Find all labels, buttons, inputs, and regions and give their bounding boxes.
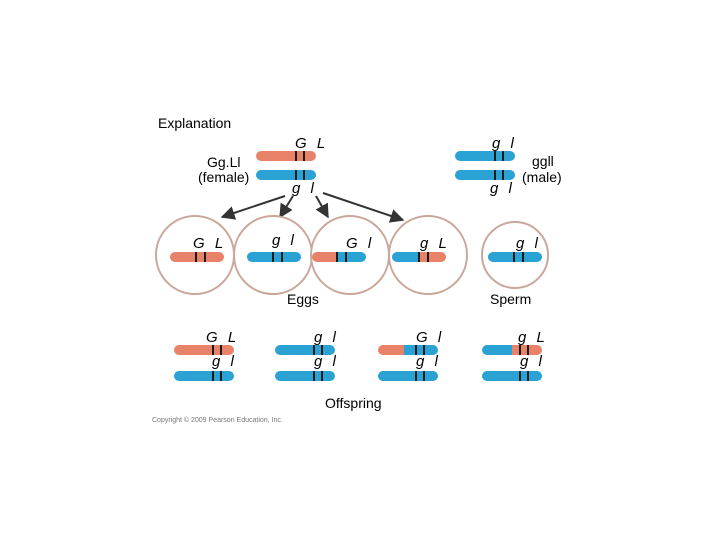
chromosome: [174, 371, 234, 381]
male-allele-label-bottom: g l: [490, 180, 515, 197]
arrow-to-egg-1: [220, 195, 286, 220]
offspring-top-label: G l: [416, 329, 444, 346]
chromosome: [455, 170, 515, 180]
chromosome: [392, 252, 446, 262]
female-allele-label-bottom: g l: [292, 180, 317, 197]
chromosome: [455, 151, 515, 161]
chromosome: [256, 170, 316, 180]
chromosome: [488, 252, 542, 262]
male-sex-label: (male): [522, 169, 562, 185]
egg-allele-label: g l: [272, 232, 297, 249]
offspring-2: g l g l: [275, 329, 339, 381]
chromosome: [170, 252, 224, 262]
egg-cell-4: g L: [388, 215, 468, 295]
egg-allele-label: G l: [346, 235, 374, 252]
egg-cell-2: g l: [233, 215, 313, 295]
male-allele-label-top: g l: [492, 135, 517, 152]
chromosome: [378, 345, 438, 355]
egg-allele-label: g L: [420, 235, 450, 252]
copyright-text: Copyright © 2009 Pearson Education, Inc.: [152, 416, 283, 424]
female-sex-label: (female): [198, 169, 249, 185]
egg-allele-label: G L: [193, 235, 226, 252]
female-allele-label-top: G L: [295, 135, 328, 152]
offspring-label: Offspring: [325, 395, 382, 411]
male-parent: g l g l ggll (male): [455, 135, 562, 197]
sperm-cell: g l: [481, 221, 549, 289]
explanation-title: Explanation: [158, 115, 231, 131]
offspring-top-label: g l: [314, 329, 339, 346]
female-genotype: Gg.Ll: [207, 154, 240, 170]
offspring-bottom-label: g l: [212, 353, 237, 370]
sperm-allele-label: g l: [516, 235, 541, 252]
egg-cell-1: G L: [155, 215, 235, 295]
sperm-label: Sperm: [490, 291, 531, 307]
offspring-1: G L g l: [174, 329, 239, 381]
offspring-4: g L g l: [482, 329, 548, 381]
offspring-top-label: G L: [206, 329, 239, 346]
female-parent: Gg.Ll (female) G L g l: [198, 135, 328, 197]
chromosome: [275, 345, 335, 355]
chromosome: [247, 252, 301, 262]
offspring-bottom-label: g l: [520, 353, 545, 370]
offspring-bottom-label: g l: [314, 353, 339, 370]
offspring-top-label: g L: [518, 329, 548, 346]
chromosome: [378, 371, 438, 381]
arrow-to-egg-2: [279, 195, 294, 219]
male-genotype: ggll: [532, 153, 554, 169]
chromosome: [256, 151, 316, 161]
eggs-label: Eggs: [287, 291, 319, 307]
arrow-to-egg-4: [322, 192, 405, 223]
offspring-3: G l g l: [378, 329, 444, 381]
arrow-to-egg-3: [315, 195, 329, 219]
chromosome: [312, 252, 366, 262]
chromosome: [482, 371, 542, 381]
chromosome: [275, 371, 335, 381]
chromosome: [174, 345, 234, 355]
egg-cell-3: G l: [310, 215, 390, 295]
offspring-bottom-label: g l: [416, 353, 441, 370]
chromosome: [482, 345, 542, 355]
